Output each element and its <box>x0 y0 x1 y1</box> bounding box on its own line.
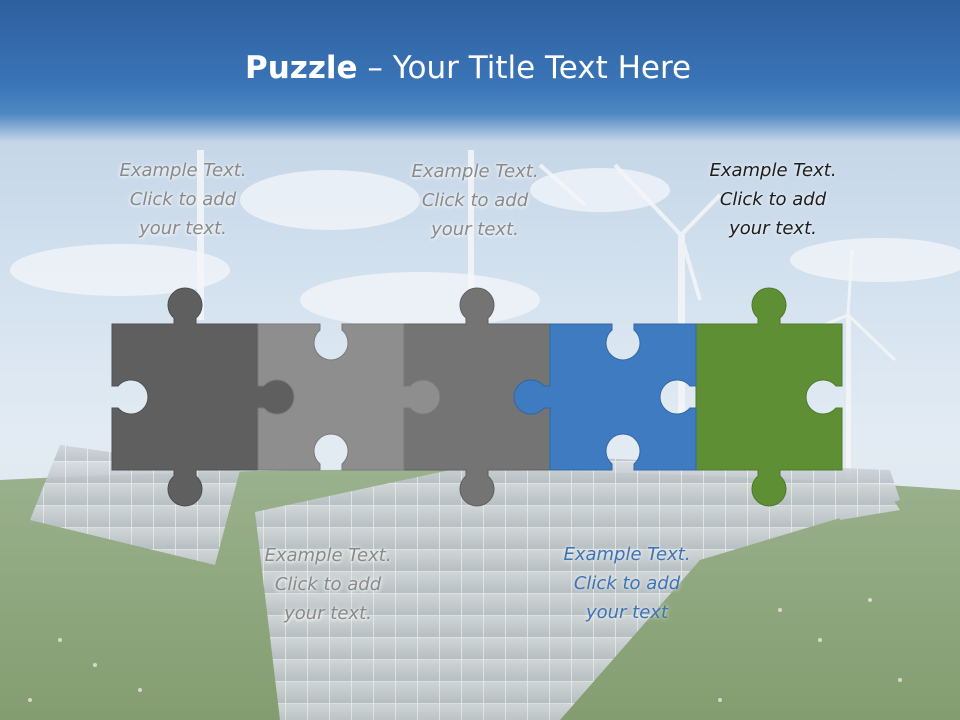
text-box-3[interactable]: Example Text. Click to add your text. <box>709 160 837 239</box>
flowers <box>28 598 902 702</box>
text-box-4[interactable]: Example Text. Click to add your text. <box>264 545 392 624</box>
puzzle-piece-dark-gray[interactable] <box>111 287 295 507</box>
puzzle-piece-shape <box>695 287 843 507</box>
title-bar <box>0 0 960 142</box>
text-box-2[interactable]: Example Text. Click to add your text. <box>411 161 539 240</box>
slide-title[interactable]: Puzzle – Your Title Text Here <box>245 50 691 86</box>
puzzle-piece-green[interactable] <box>695 287 843 507</box>
text-box-1[interactable]: Example Text. Click to add your text. <box>119 160 247 239</box>
puzzle-piece-shape <box>513 323 697 471</box>
text-box-5[interactable]: Example Text. Click to add your text <box>563 544 691 623</box>
puzzle-piece-light-gray[interactable] <box>257 323 441 471</box>
puzzle-piece-shape <box>111 287 295 507</box>
puzzle-piece-blue[interactable] <box>513 323 697 471</box>
title-bold: Puzzle <box>245 50 358 86</box>
puzzle-piece-shape <box>257 323 441 471</box>
title-rest: – Your Title Text Here <box>357 50 692 86</box>
